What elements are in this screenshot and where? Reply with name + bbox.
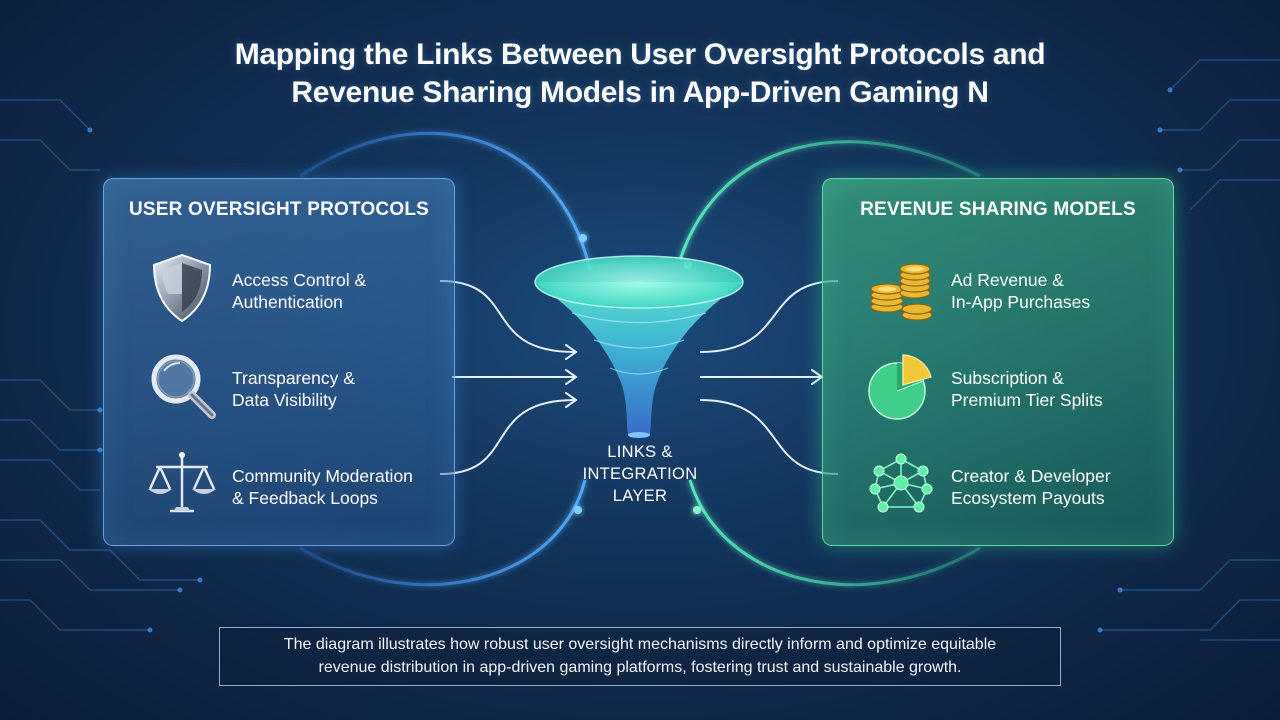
revenue-item-label: Subscription & Premium Tier Splits	[951, 368, 1103, 410]
revenue-sharing-panel-title: REVENUE SHARING MODELS	[860, 199, 1136, 220]
oversight-item-community-moderation: Community Moderation & Feedback Loops	[104, 445, 454, 525]
funnel-icon	[534, 255, 744, 438]
right-upper-arc	[678, 140, 981, 261]
left-upper-arc	[299, 131, 592, 271]
oversight-item-label: Community Moderation & Feedback Loops	[232, 466, 413, 508]
page-title: Mapping the Links Between User Oversight…	[234, 38, 1046, 109]
oversight-item-access-control: Access Control & Authentication	[104, 249, 454, 329]
coins-icon	[870, 263, 933, 321]
pie-chart-icon	[868, 354, 932, 420]
revenue-item-ad-revenue: Ad Revenue & In-App Purchases	[823, 249, 1173, 329]
circuit-traces-left	[0, 99, 200, 631]
diagram-caption: The diagram illustrates how robust user …	[219, 627, 1061, 686]
circuit-traces-right	[1100, 59, 1280, 641]
network-icon	[869, 453, 933, 513]
left-connectors	[439, 280, 576, 475]
revenue-item-subscription: Subscription & Premium Tier Splits	[823, 347, 1173, 427]
user-oversight-panel-title: USER OVERSIGHT PROTOCOLS	[128, 199, 430, 220]
shield-icon	[152, 253, 212, 323]
revenue-item-creator-payouts: Creator & Developer Ecosystem Payouts	[823, 445, 1173, 525]
oversight-item-label: Access Control & Authentication	[232, 270, 367, 312]
integration-layer-label: LINKS & INTEGRATION LAYER	[582, 443, 698, 505]
right-lower-arc	[688, 479, 981, 587]
revenue-item-label: Ad Revenue & In-App Purchases	[951, 270, 1091, 312]
oversight-item-label: Transparency & Data Visibility	[232, 368, 355, 410]
left-lower-arc	[299, 479, 587, 587]
right-connectors	[699, 280, 839, 475]
oversight-item-transparency: Transparency & Data Visibility	[104, 347, 454, 427]
revenue-sharing-panel: REVENUE SHARING MODELS Ad Revenue & In-A…	[822, 178, 1174, 546]
user-oversight-panel: USER OVERSIGHT PROTOCOLS Access Control …	[103, 178, 455, 546]
scales-icon	[148, 452, 216, 513]
revenue-item-label: Creator & Developer Ecosystem Payouts	[951, 466, 1111, 508]
magnifier-icon	[151, 354, 216, 419]
